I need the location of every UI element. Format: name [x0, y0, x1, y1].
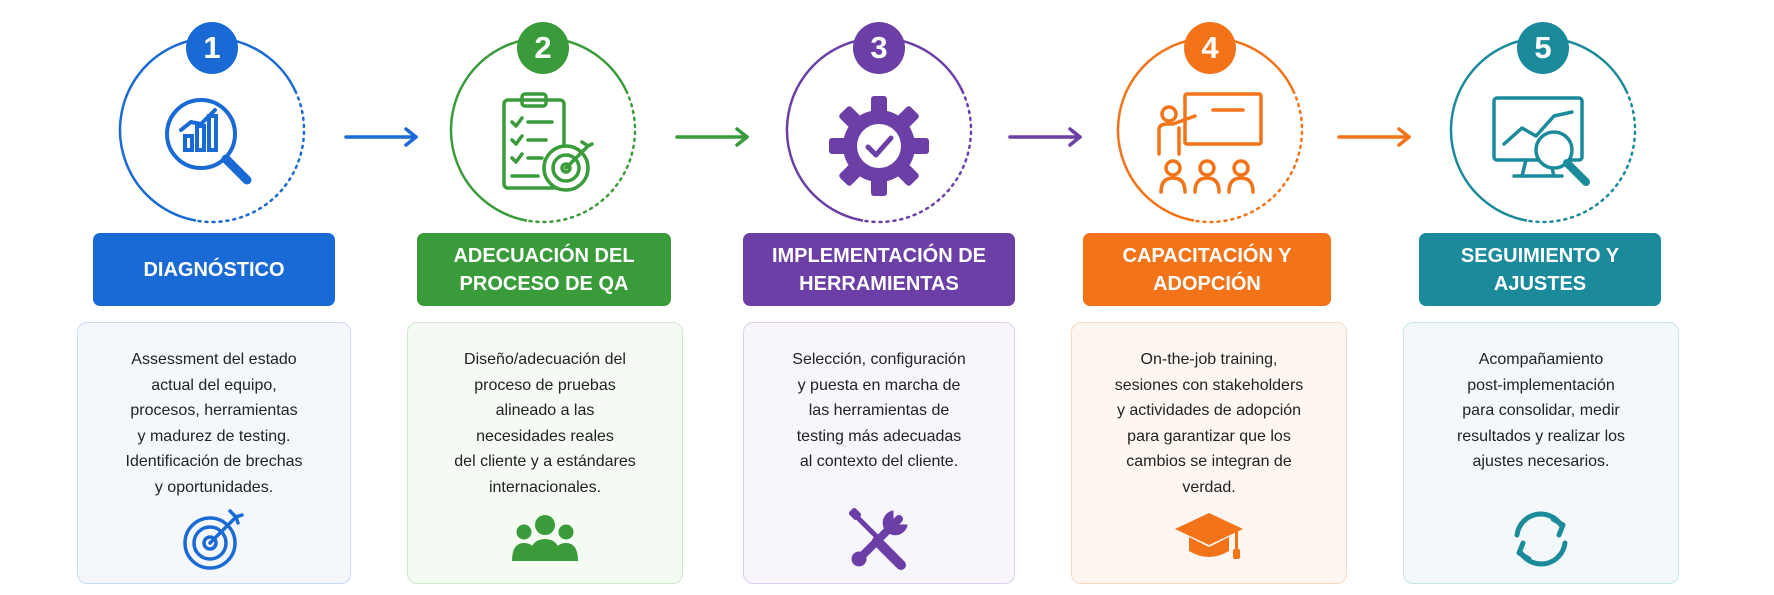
step-title: IMPLEMENTACIÓN DE HERRAMIENTAS — [743, 233, 1015, 306]
step-ring — [118, 36, 306, 224]
ring-solid-segment — [118, 36, 297, 222]
step-ring — [449, 36, 637, 224]
ring-solid-segment — [1449, 36, 1628, 222]
ring-dotted-segment — [194, 89, 306, 224]
presenter-audience-icon — [1157, 92, 1263, 194]
step-description-card: On-the-job training, sesiones con stakeh… — [1071, 322, 1347, 584]
refresh-cycle-icon — [1514, 511, 1568, 567]
step-description-card: Assessment del estado actual del equipo,… — [77, 322, 351, 584]
ring-solid-segment — [1116, 36, 1295, 222]
ring-dotted-segment — [1525, 89, 1637, 224]
ring-dotted-segment — [1192, 89, 1304, 224]
step-description-card: Acompañamiento post-implementación para … — [1403, 322, 1679, 584]
ring-dotted-segment — [525, 89, 637, 224]
flow-arrow-1 — [344, 127, 418, 147]
step-number-badge: 4 — [1184, 22, 1236, 74]
screwdriver-wrench-icon — [848, 507, 908, 570]
ring-solid-segment — [449, 36, 628, 222]
step-title: CAPACITACIÓN Y ADOPCIÓN — [1083, 233, 1331, 306]
step-description: Acompañamiento post-implementación para … — [1456, 351, 1626, 470]
gear-check-icon — [829, 96, 929, 196]
step-description: Diseño/adecuación del proceso de pruebas… — [454, 351, 636, 496]
step-number-badge: 2 — [517, 22, 569, 74]
step-description: On-the-job training, sesiones con stakeh… — [1114, 351, 1304, 496]
clipboard-checklist-target-icon — [502, 92, 594, 192]
step-description: Assessment del estado actual del equipo,… — [125, 351, 303, 496]
flow-arrow-2 — [675, 127, 749, 147]
monitor-analytics-icon — [1492, 96, 1590, 186]
step-description: Selección, configuración y puesta en mar… — [792, 351, 966, 470]
step-number-badge: 3 — [853, 22, 905, 74]
flow-arrow-4 — [1337, 127, 1411, 147]
ring-solid-segment — [785, 36, 964, 222]
magnifier-bar-chart-icon — [165, 98, 252, 185]
step-number-badge: 5 — [1517, 22, 1569, 74]
flow-arrow-3 — [1008, 127, 1082, 147]
target-arrow-icon — [183, 509, 244, 570]
step-description-card: Selección, configuración y puesta en mar… — [743, 322, 1015, 584]
step-title: SEGUIMIENTO Y AJUSTES — [1419, 233, 1661, 306]
graduation-cap-icon — [1175, 513, 1243, 559]
step-title: ADECUACIÓN DEL PROCESO DE QA — [417, 233, 671, 306]
step-description-card: Diseño/adecuación del proceso de pruebas… — [407, 322, 683, 584]
step-ring — [1449, 36, 1637, 224]
step-title: DIAGNÓSTICO — [93, 233, 335, 306]
step-number-badge: 1 — [186, 22, 238, 74]
team-group-icon — [512, 515, 578, 561]
ring-dotted-segment — [861, 89, 973, 224]
step-ring — [1116, 36, 1304, 224]
step-ring — [785, 36, 973, 224]
